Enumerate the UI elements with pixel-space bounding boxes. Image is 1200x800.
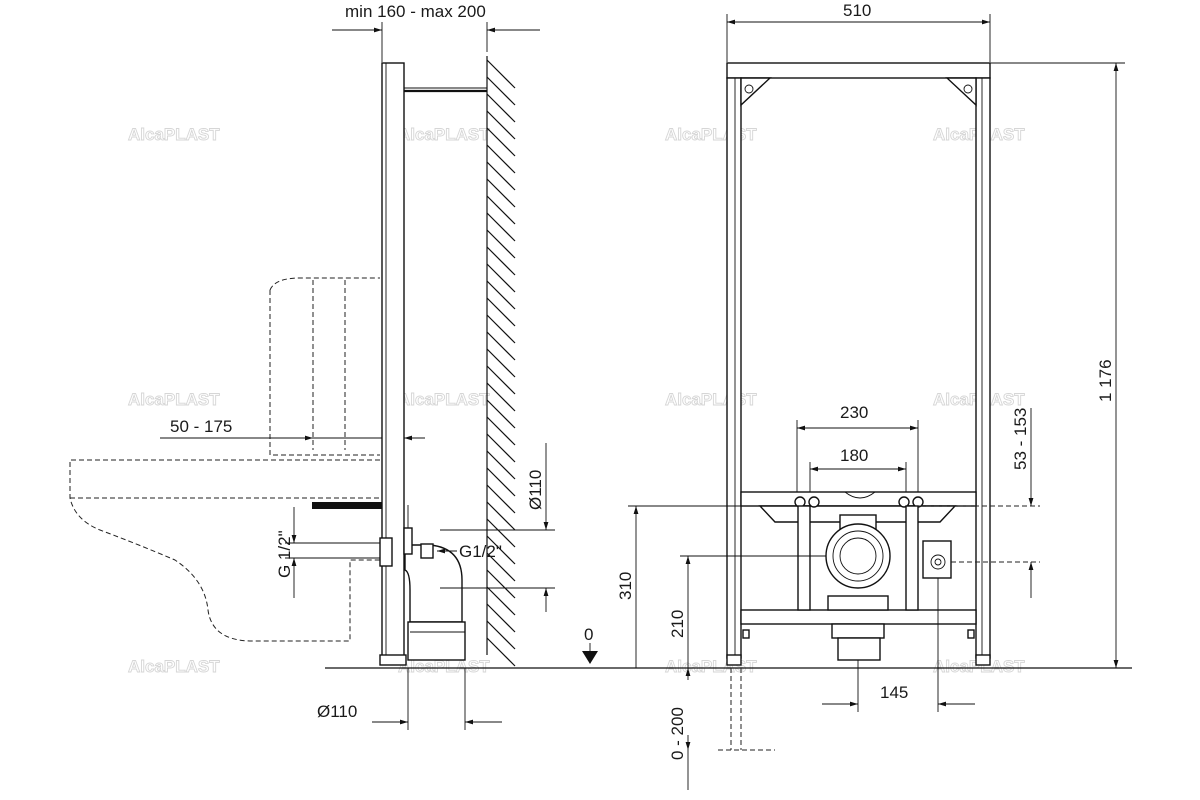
side-dimensions: min 160 - max 200 50 - 175 Ø110 G 1/2" G… [160,2,598,730]
hatch-line [486,144,516,174]
hatch-line [486,110,516,140]
total-height-label: 1 176 [1096,359,1115,402]
hatch-line [486,535,516,565]
front-view [718,62,991,751]
floor-adjust-outline [718,668,775,751]
hatch-line [486,127,516,157]
hatch-line [486,603,516,633]
watermark: AlcaPLAST [665,657,757,676]
toilet-offset-label: 50 - 175 [170,417,232,436]
hatch-line [486,552,516,582]
hatch-line [486,59,516,89]
floor-adjust-label: 0 - 200 [668,707,687,760]
hatch-line [486,195,516,225]
outlet-spacing-inner-label: 180 [840,446,868,465]
watermark: AlcaPLAST [665,125,757,144]
hatch-line [486,518,516,548]
watermark: AlcaPLAST [933,657,1025,676]
hatch-line [486,297,516,327]
watermarks: AlcaPLAST AlcaPLAST AlcaPLAST AlcaPLAST … [128,125,1026,677]
watermark: AlcaPLAST [398,390,490,409]
hatch-line [486,433,516,463]
watermark: AlcaPLAST [398,125,490,144]
toilet-bowl-outline [69,459,380,642]
frame-right-upright [975,77,991,659]
watermark: AlcaPLAST [128,390,220,409]
hatch-line [486,586,516,616]
drain-diameter-vertical-label: Ø110 [526,470,545,510]
side-view [69,56,516,667]
drain-outlet [825,523,891,589]
hatch-line [486,467,516,497]
hatch-line [486,484,516,514]
water-valve [379,537,393,567]
hatch-line [486,263,516,293]
water-connection-right-label: G1/2" [459,542,502,561]
water-connection-left-label: G 1/2" [275,530,294,578]
mounting-stud [312,502,382,509]
drain-diameter-horizontal-label: Ø110 [317,702,357,721]
frame-mount-bar [740,491,977,507]
height-210-label: 210 [668,610,687,638]
front-dimensions: 510 1 176 230 180 53 - 153 310 210 [616,1,1125,790]
hatch-line [486,331,516,361]
hatch-line [486,93,516,123]
frame-foot [379,654,407,666]
hatch-line [486,416,516,446]
hatch-line [486,501,516,531]
hatch-line [486,161,516,191]
hatch-line [486,314,516,344]
frame-left-upright [726,77,742,659]
hatch-line [486,382,516,412]
frame-upright [381,62,405,664]
outlet-height-range-label: 53 - 153 [1011,408,1030,470]
frame-bottom-bar [740,609,977,625]
hatch-line [486,76,516,106]
hatch-line [486,620,516,650]
watermark: AlcaPLAST [128,125,220,144]
watermark: AlcaPLAST [128,657,220,676]
outlet-spacing-outer-label: 230 [840,403,868,422]
watermark: AlcaPLAST [665,390,757,409]
drain-offset-label: 145 [880,683,908,702]
hatch-line [486,348,516,378]
frame-top-rail [726,62,991,79]
cistern-outline [269,277,380,456]
height-310-label: 310 [616,572,635,600]
wall-hatching [486,59,516,667]
floor-zero-marker [582,651,598,664]
drain-pipe [407,621,466,661]
hatch-line [486,212,516,242]
hatch-line [486,365,516,395]
hatch-line [486,229,516,259]
watermark: AlcaPLAST [398,657,490,676]
frame-width-label: 510 [843,1,871,20]
hatch-line [486,246,516,276]
floor-zero-label: 0 [584,625,593,644]
hatch-line [486,569,516,599]
hatch-line [486,450,516,480]
hatch-line [486,178,516,208]
wall-gap-label: min 160 - max 200 [345,2,486,21]
hatch-line [486,637,516,667]
hatch-line [486,399,516,429]
hatch-line [486,280,516,310]
